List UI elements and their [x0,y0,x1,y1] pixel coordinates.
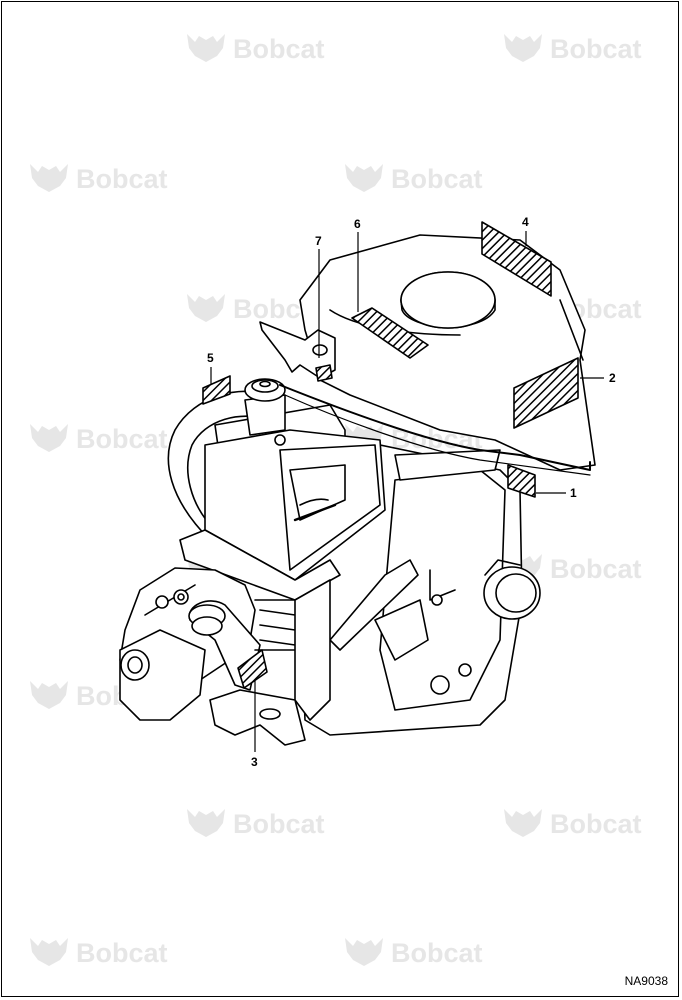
callout-7: 7 [315,234,322,248]
callout-4: 4 [522,215,529,229]
tank-tray [179,529,341,601]
decal-7 [315,364,333,382]
callout-1: 1 [570,486,577,500]
callout-3: 3 [251,755,258,769]
reference-code: NA9038 [624,974,668,988]
decal-4 [481,221,552,297]
decal-3 [237,649,268,689]
callout-6: 6 [354,217,361,231]
callout-5: 5 [207,351,214,365]
decal-2 [513,357,579,429]
housing-rim [279,384,591,471]
decal-6 [351,307,429,359]
mounting-foot [209,689,306,746]
decal-5 [202,375,231,405]
decal-1 [507,464,536,498]
callout-2: 2 [609,371,616,385]
